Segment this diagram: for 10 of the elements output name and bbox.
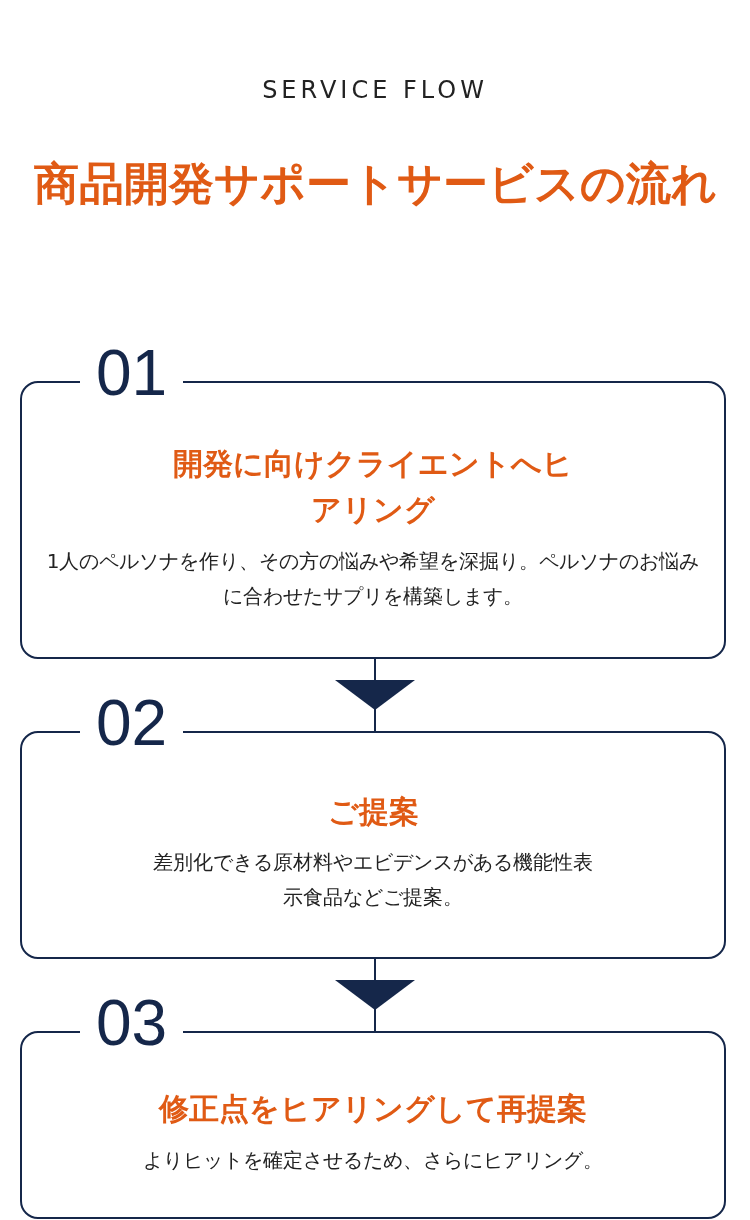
- section-label: SERVICE FLOW: [261, 76, 489, 104]
- title: 商品開発サポートサービスの流れ: [32, 156, 718, 212]
- step-description: 1人のペルソナを作り、その方の悩みや希望を深掘り。ペルソナのお悩みに合わせたサプリを構築します。: [45, 547, 701, 610]
- arrow: [335, 658, 415, 732]
- step-description: 差別化できる原材料やエビデンスがある機能性表示食品などご提案。: [153, 849, 593, 912]
- step-heading: 修正点をヒアリングして再提案: [159, 1090, 587, 1129]
- step-heading: 開発に向けクライエントへヒアリング: [172, 444, 574, 529]
- arrow: [335, 958, 415, 1032]
- step-description: よりヒットを確定させるため、さらにヒアリング。: [143, 1146, 603, 1174]
- step-heading: ご提案: [327, 792, 419, 831]
